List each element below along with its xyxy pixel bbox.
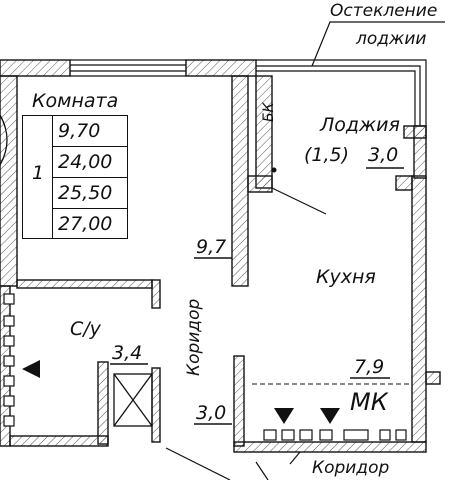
loggia-glazing xyxy=(256,59,427,126)
window-top xyxy=(70,59,186,77)
vent-shaft xyxy=(113,373,153,427)
mk-label: МК xyxy=(350,388,388,416)
wall-shaft-right xyxy=(151,367,161,443)
loggia-door-hinge xyxy=(271,167,277,173)
risers-kitchen xyxy=(263,429,407,441)
glazing-leader xyxy=(311,21,445,67)
wall-loggia-end-v xyxy=(413,125,427,179)
room-area-1: 9,70 xyxy=(52,115,128,146)
wall-center xyxy=(231,75,249,287)
wall-group xyxy=(0,59,441,453)
loggia-area-label: (1,5) xyxy=(304,144,350,166)
risers-bath xyxy=(3,293,15,427)
wall-bath-stub xyxy=(151,279,161,309)
room-number: 1 xyxy=(32,162,45,184)
room-area-table: 1 9,70 24,00 25,50 27,00 xyxy=(22,115,128,239)
room-number-cell: 1 xyxy=(22,115,52,239)
wall-bath-top xyxy=(16,279,153,289)
corridor-vertical-label: Коридор xyxy=(184,298,204,376)
entrance-line-1 xyxy=(165,447,231,480)
wall-loggia-right xyxy=(395,175,413,191)
room-area-4: 27,00 xyxy=(52,208,128,239)
wall-bath-bottom xyxy=(9,435,109,447)
loggia-label: Лоджия xyxy=(320,114,400,136)
dim-9-7-label: 9,7 xyxy=(196,236,227,258)
room-area-2: 24,00 xyxy=(52,146,128,177)
kitchen-area-label: 7,9 xyxy=(354,356,385,378)
bk-label: БК xyxy=(261,102,277,122)
wall-kitchen-left xyxy=(233,355,245,447)
entrance-line-3 xyxy=(289,451,301,465)
glazing-label-line1: Остекление xyxy=(330,1,438,21)
wall-left xyxy=(0,75,18,287)
wall-top-left xyxy=(0,59,71,77)
kitchen-label: Кухня xyxy=(316,266,376,288)
wall-bath-right xyxy=(97,361,109,445)
loggia-door-leaf xyxy=(271,187,327,215)
wall-kitchen-right-stub xyxy=(425,371,441,385)
corridor-bottom-label: Коридор xyxy=(312,458,390,478)
dim-3-0-label: 3,0 xyxy=(196,402,227,424)
window-left xyxy=(0,114,8,166)
wall-bottom-kitchen xyxy=(233,441,427,453)
wall-right xyxy=(411,175,427,443)
room-label: Комната xyxy=(32,90,119,112)
room-area-3: 25,50 xyxy=(52,177,128,208)
glazing-label-line2: лоджии xyxy=(356,29,427,49)
riser-marker-kitchen-2 xyxy=(320,408,340,424)
bathroom-label: С/у xyxy=(70,318,101,340)
bath-area-label: 3,4 xyxy=(112,342,143,364)
wall-top-right xyxy=(185,59,257,77)
entrance-line-2 xyxy=(255,461,269,480)
loggia-depth-label: 3,0 xyxy=(368,144,399,166)
wall-loggia-inner xyxy=(255,75,273,189)
riser-marker-bath xyxy=(22,360,40,378)
riser-marker-kitchen-1 xyxy=(274,408,294,424)
wall-loggia-bottom xyxy=(247,175,273,193)
